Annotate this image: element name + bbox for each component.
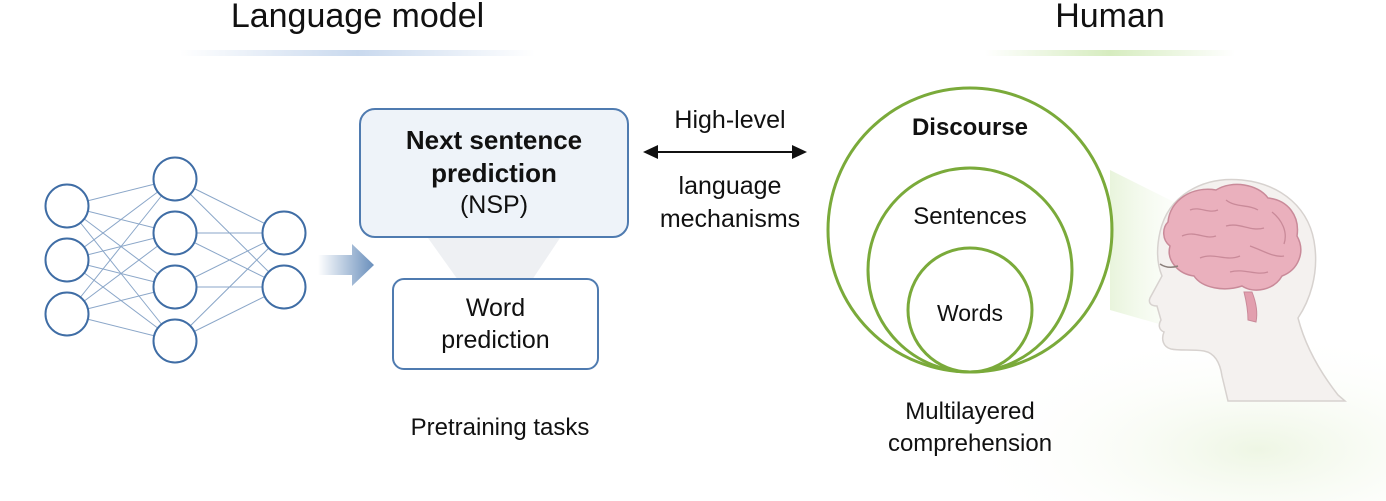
next-sentence-prediction-box: Next sentence prediction (NSP) [359,108,629,238]
network-node [261,264,307,310]
language-mechanisms-line2: mechanisms [659,204,801,233]
network-edge [174,232,285,342]
discourse-label: Discourse [911,114,1029,141]
neural-network-icon [44,156,307,364]
network-node [152,156,198,202]
language-model-underline [180,50,535,56]
language-mechanisms-label: language mechanisms [630,170,830,235]
pretraining-tasks-caption: Pretraining tasks [410,414,590,441]
nsp-title-line1: Next sentence [405,125,583,156]
human-underline [985,50,1235,56]
high-level-label: High-level [674,106,786,134]
network-node [261,210,307,256]
human-head-icon [1148,178,1348,402]
multilayered-comprehension-caption: Multilayered comprehension [860,396,1080,461]
nsp-title-line2: prediction [431,157,557,188]
human-heading: Human [1055,0,1165,35]
word-prediction-box: Word prediction [392,278,599,370]
network-node [44,291,90,337]
network-node [44,237,90,283]
input-arrow [318,244,374,286]
word-prediction-line1: Word [465,293,526,322]
word-prediction-line2: prediction [441,326,550,354]
network-node [152,210,198,256]
words-label: Words [936,300,1004,326]
nsp-abbreviation: (NSP) [459,191,529,220]
sentences-label: Sentences [913,203,1027,230]
words-circle [906,246,1034,374]
network-node [152,264,198,310]
human-caption-line2: comprehension [887,430,1053,458]
double-arrow-right-head [792,145,807,159]
network-node [44,183,90,229]
human-caption-line1: Multilayered [905,398,1035,425]
task-connector [428,238,560,280]
language-mechanisms-line1: language [678,172,782,200]
network-node [152,318,198,364]
network-edge [66,178,176,315]
double-arrow-left-head [643,145,658,159]
language-model-heading: Language model [230,0,485,35]
